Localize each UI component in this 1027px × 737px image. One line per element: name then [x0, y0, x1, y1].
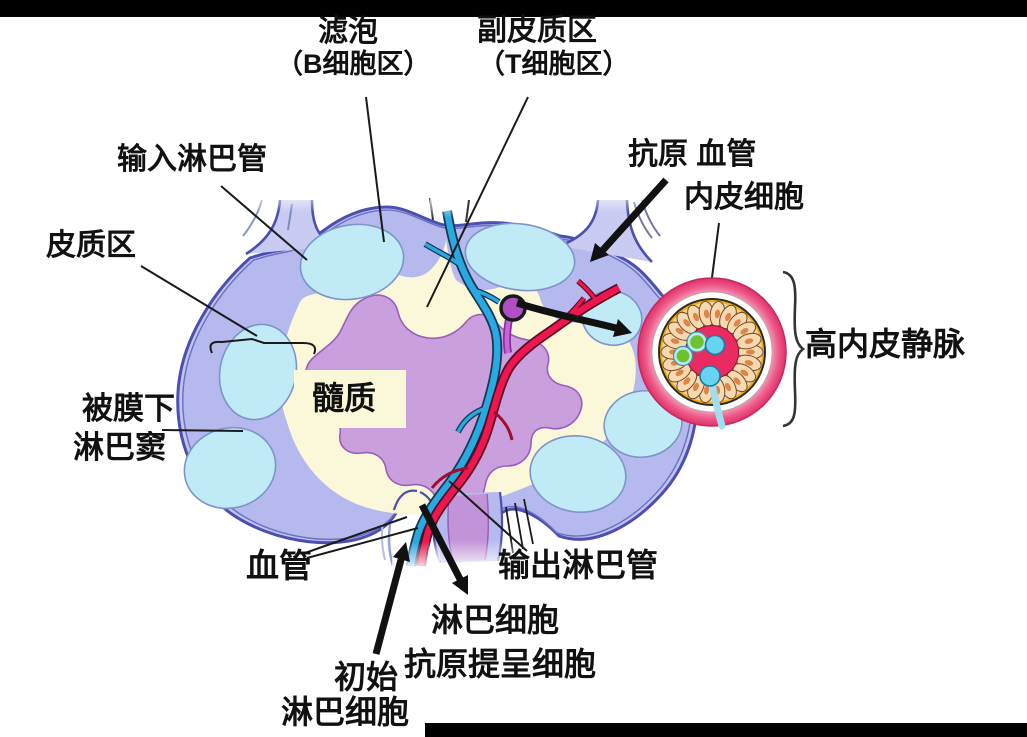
endothelium-label: 内皮细胞 — [684, 181, 804, 214]
paracortex-label-line1: 副皮质区 — [477, 14, 597, 47]
pointer-lines — [140, 96, 720, 559]
flow-arrows — [372, 177, 669, 655]
medulla-label: 髓质 — [312, 380, 377, 416]
hev-inset — [637, 270, 806, 430]
hilum-streak-3 — [523, 498, 534, 545]
apc-label: 抗原提呈细胞 — [404, 646, 597, 682]
lumen-lymphocyte-cyan-2 — [699, 365, 721, 387]
paracortex-label-line2: （T细胞区） — [478, 49, 630, 79]
cortex-label: 皮质区 — [46, 229, 136, 262]
follicle-top-left — [299, 223, 405, 301]
vein-path — [406, 210, 503, 567]
lymph-node-body — [176, 186, 699, 572]
efferent-exit-arrow — [418, 503, 468, 595]
paracortex-pointer — [426, 96, 529, 308]
naive-label-line1: 初始 — [334, 659, 399, 695]
lumen-lymphocyte-cyan-1 — [704, 334, 726, 356]
blood-vessel-pointer-b — [306, 527, 419, 559]
hilum-streak-2 — [514, 502, 524, 550]
afferent-label: 输入淋巴管 — [117, 143, 267, 176]
blood-vessel-pointer-a — [304, 516, 408, 554]
cortex-bracket — [209, 337, 317, 355]
follicle-label-line2: （B细胞区） — [276, 49, 431, 79]
follicle-pointer — [365, 96, 385, 243]
efferent-pointer — [448, 480, 528, 552]
subcapsular-pointer — [161, 429, 244, 432]
migrating-cell-tail — [708, 380, 726, 430]
blood-vessel-label: 血管 — [246, 547, 312, 584]
efferent-label: 输出淋巴管 — [498, 547, 659, 583]
hev-label: 高内皮静脉 — [805, 326, 966, 362]
naive-entry-arrow — [372, 542, 410, 655]
follicles — [183, 222, 683, 514]
bottom-black-bar — [425, 723, 1027, 737]
antigen-vessel-label: 抗原 血管 — [628, 138, 757, 171]
fade-trumpet-left — [256, 186, 320, 212]
afferent-pointer — [220, 185, 308, 261]
follicle-bottom-left — [183, 426, 277, 510]
fade-trumpet-right — [586, 186, 644, 212]
medulla-label-box — [294, 370, 406, 428]
subcapsular-label-line1: 被膜下 — [82, 391, 175, 426]
fade-vein-top — [430, 194, 466, 218]
lymphocyte-label: 淋巴细胞 — [431, 602, 560, 638]
artery-path — [416, 278, 622, 567]
hev-zoom-arrow — [515, 299, 632, 337]
lumen-lymphocyte-green-2 — [672, 345, 694, 367]
follicle-label-line1: 滤泡 — [318, 15, 378, 48]
top-middle-streak-b — [465, 199, 470, 223]
cortex-pointer — [140, 265, 258, 337]
naive-label-line2: 淋巴细胞 — [281, 694, 410, 730]
subcapsular-label-line2: 淋巴窦 — [73, 430, 166, 465]
follicle-top-middle — [464, 222, 576, 292]
lumen-lymphocyte-green-1 — [686, 331, 708, 353]
follicle-bottom-right — [529, 434, 627, 514]
top-black-bar — [0, 0, 1027, 17]
hev-brace — [782, 270, 806, 428]
antigen-arrow — [590, 177, 669, 262]
